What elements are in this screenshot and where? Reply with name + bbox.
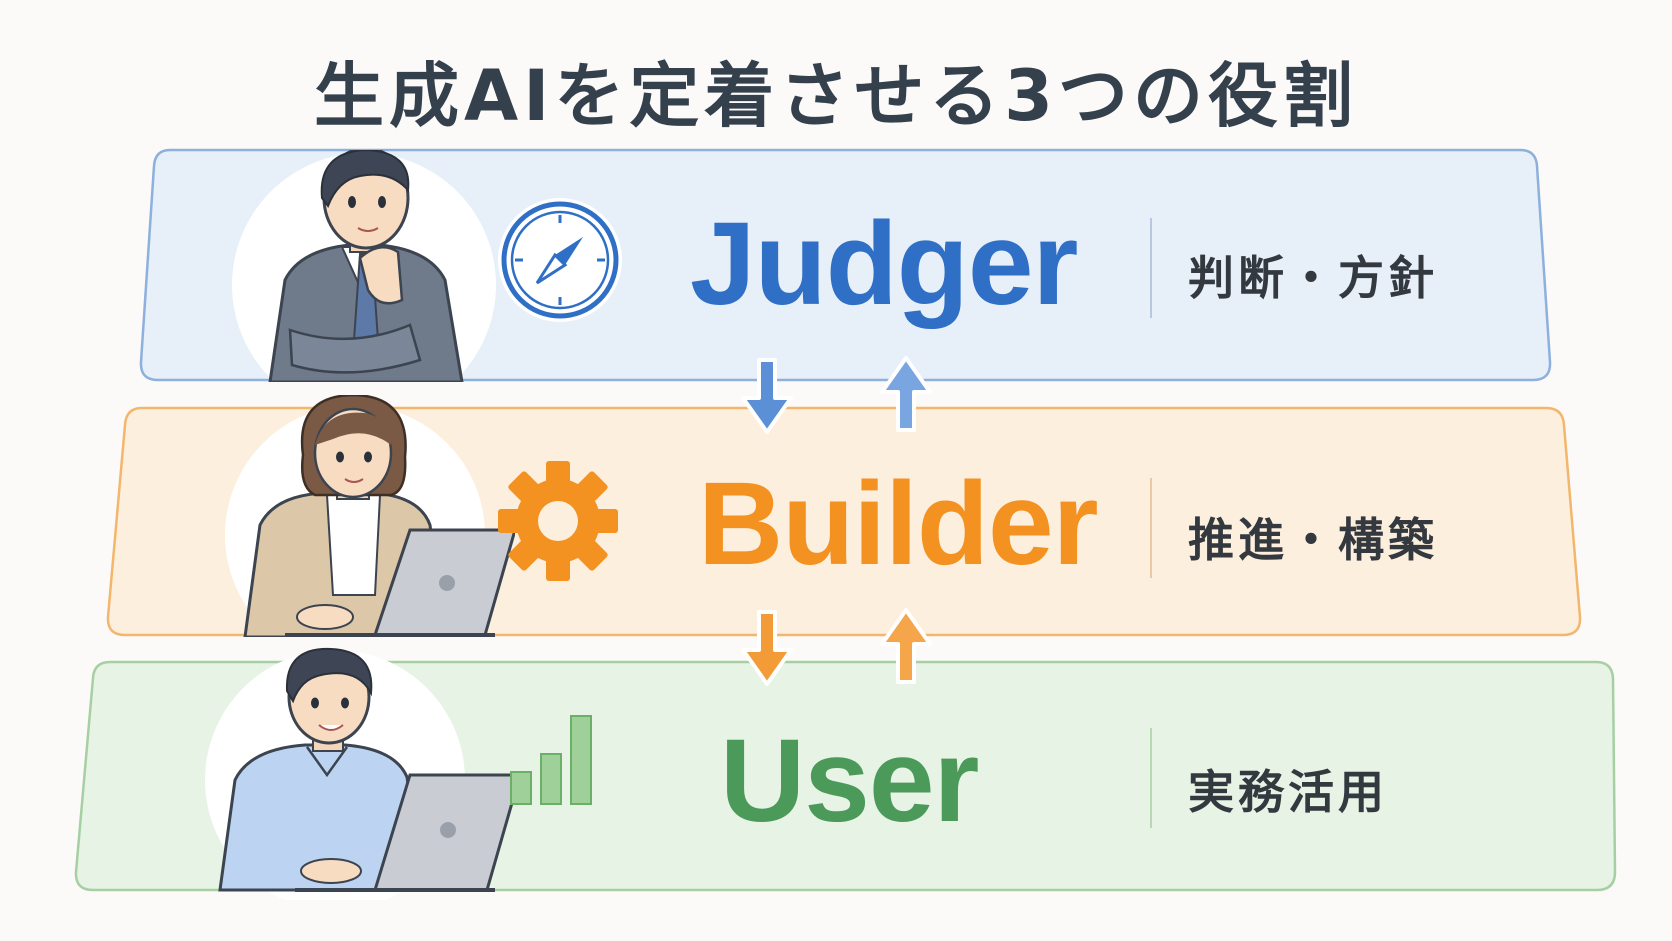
arrow-up-builder-judger [880, 356, 932, 432]
bar-chart-icon [510, 715, 592, 805]
judger-avatar [232, 150, 496, 382]
role-description-judger: 判断・方針 [1188, 251, 1438, 305]
user-avatar [205, 647, 522, 900]
compass-icon [498, 198, 622, 322]
divider-builder [1150, 478, 1152, 578]
arrow-down-builder-user [741, 610, 793, 686]
arrow-up-user-builder [880, 608, 932, 684]
divider-user [1150, 728, 1152, 828]
role-description-user: 実務活用 [1188, 765, 1388, 819]
role-description-builder: 推進・構築 [1188, 513, 1438, 567]
divider-judger [1150, 218, 1152, 318]
role-name-judger: Judger [690, 198, 1078, 330]
builder-avatar [225, 395, 515, 637]
page-title: 生成AIを定着させる3つの役割 [314, 55, 1358, 137]
role-name-user: User [720, 715, 979, 847]
role-name-builder: Builder [698, 458, 1098, 590]
arrow-down-judger-builder [741, 358, 793, 434]
gear-icon [498, 461, 618, 581]
